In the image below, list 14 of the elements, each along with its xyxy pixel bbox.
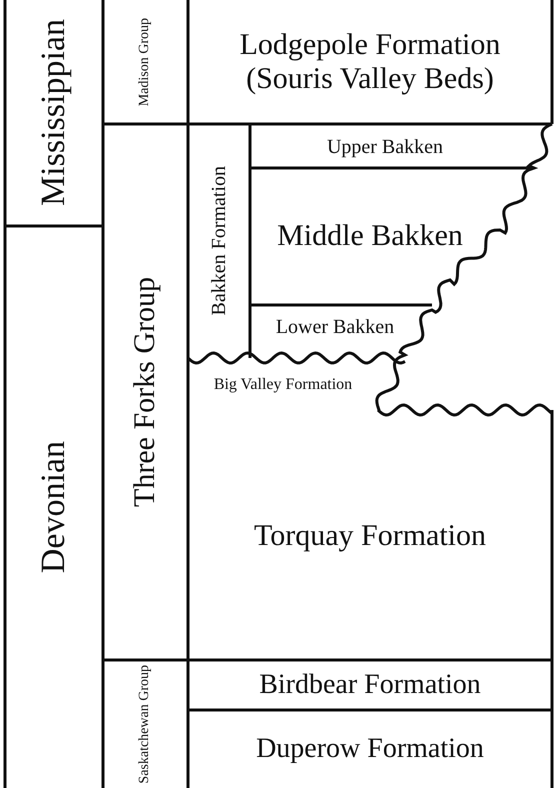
unit-name: Upper Bakken bbox=[326, 134, 444, 160]
unit-name: Mississippian bbox=[34, 18, 74, 209]
unit-name: Saskatchewan Group bbox=[136, 664, 154, 786]
unit-name: Birdbear Formation bbox=[258, 668, 482, 702]
unit-name: Lower Bakken bbox=[274, 315, 396, 340]
unit-name: Duperow Formation bbox=[255, 732, 485, 766]
unit-name: Bakken Formation bbox=[206, 165, 230, 318]
unit-name: Lodgepole Formation (Souris Valley Beds) bbox=[238, 26, 502, 97]
unit-name: Torquay Formation bbox=[252, 518, 488, 554]
unit-name: Big Valley Formation bbox=[212, 374, 354, 395]
unit-name: Three Forks Group bbox=[127, 276, 162, 509]
unit-name: Madison Group bbox=[136, 16, 154, 108]
unit-name: Middle Bakken bbox=[276, 218, 464, 254]
unit-name: Devonian bbox=[34, 440, 74, 576]
